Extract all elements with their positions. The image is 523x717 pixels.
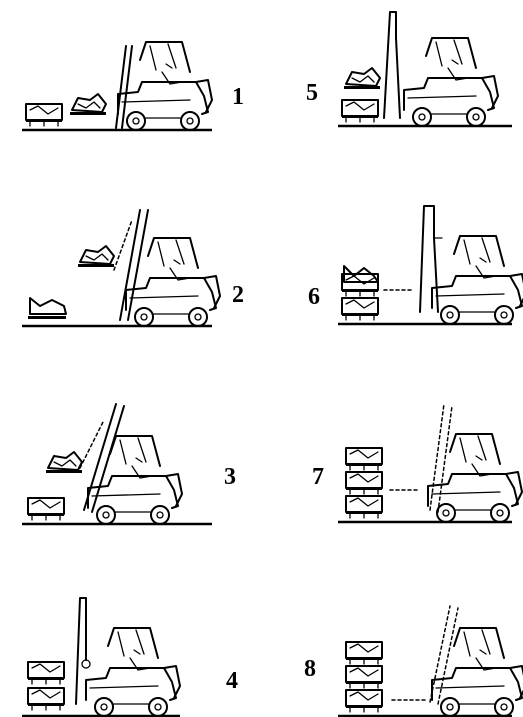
stack-crate-middle bbox=[346, 666, 382, 688]
forklift-body bbox=[404, 38, 498, 126]
step-number-6: 6 bbox=[308, 284, 320, 310]
stack-crate bbox=[342, 100, 378, 122]
step-number-5: 5 bbox=[306, 80, 318, 106]
mast bbox=[384, 12, 400, 118]
load-on-forks bbox=[78, 246, 114, 267]
stack-crate-lower bbox=[28, 688, 64, 710]
mast bbox=[76, 598, 86, 704]
forklift-body bbox=[86, 628, 180, 716]
stack-crate-upper bbox=[28, 662, 64, 684]
step-number-8: 8 bbox=[304, 656, 316, 682]
step-3-illustration bbox=[22, 404, 212, 524]
forklift-body bbox=[432, 628, 523, 716]
step-6-illustration bbox=[338, 206, 523, 324]
mast bbox=[420, 206, 438, 312]
step-4-illustration bbox=[22, 598, 180, 716]
load-on-forks bbox=[344, 68, 380, 89]
stack-crate-upper bbox=[342, 274, 378, 296]
step-8-illustration bbox=[338, 606, 523, 716]
stack-crate bbox=[28, 498, 64, 520]
forklift-body bbox=[432, 236, 523, 324]
step-7-illustration bbox=[338, 404, 522, 522]
stack-crate-lower bbox=[346, 690, 382, 712]
mast bbox=[120, 210, 148, 320]
stack-crate-upper bbox=[346, 642, 382, 664]
load-on-forks bbox=[70, 94, 106, 115]
step-number-2: 2 bbox=[232, 282, 244, 308]
step-number-1: 1 bbox=[232, 84, 244, 110]
step-5-illustration bbox=[338, 12, 512, 126]
stack-crate-lower bbox=[346, 496, 382, 518]
step-number-7: 7 bbox=[312, 464, 324, 490]
forklift-body bbox=[118, 42, 212, 130]
forklift-body bbox=[428, 434, 522, 522]
step-number-4: 4 bbox=[226, 668, 238, 694]
load-on-forks bbox=[46, 452, 82, 473]
stack-crate bbox=[26, 104, 62, 126]
step-2-illustration bbox=[22, 210, 220, 326]
step-1-illustration bbox=[22, 42, 212, 130]
stack-crate-lower bbox=[342, 298, 378, 320]
mast bbox=[430, 404, 452, 512]
step-number-3: 3 bbox=[224, 464, 236, 490]
mast bbox=[430, 606, 458, 704]
stack-crate bbox=[30, 298, 66, 314]
stack-crate-middle bbox=[346, 472, 382, 494]
stack-crate-upper bbox=[346, 448, 382, 470]
